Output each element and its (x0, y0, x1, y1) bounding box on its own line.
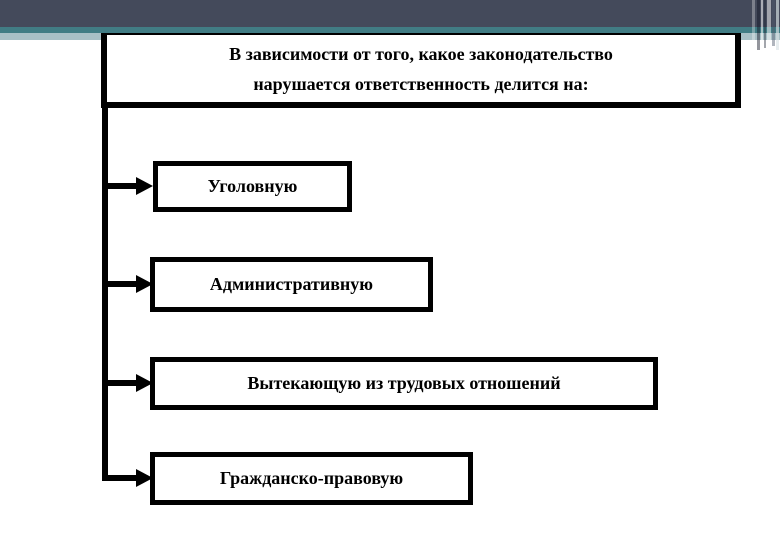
node-civil-law-liability: Гражданско-правовую (150, 452, 473, 505)
node-label: Гражданско-правовую (219, 468, 404, 488)
connector-line-3 (104, 380, 138, 386)
corner-stripe (757, 0, 760, 50)
connector-line-1 (104, 183, 138, 189)
arrow-head-icon (136, 275, 153, 293)
node-criminal-liability: Уголовную (153, 161, 352, 212)
corner-stripe (764, 0, 766, 48)
corner-stripe (761, 0, 763, 44)
title-box: В зависимости от того, какое законодател… (101, 29, 741, 108)
node-administrative-liability: Административную (150, 257, 433, 312)
title-line-2: нарушается ответственность делится на: (253, 73, 589, 94)
node-label: Вытекающую из трудовых отношений (247, 373, 561, 393)
node-label: Уголовную (207, 176, 298, 196)
corner-stripe (776, 0, 779, 50)
flow-trunk-line (102, 105, 108, 481)
title-line-1: В зависимости от того, какое законодател… (229, 43, 613, 64)
corner-stripe (752, 0, 755, 46)
teal-accent-stripe (0, 27, 780, 33)
corner-stripe (772, 0, 775, 46)
node-labor-relations-liability: Вытекающую из трудовых отношений (150, 357, 658, 410)
corner-stripes-decoration (752, 0, 780, 54)
connector-line-2 (104, 281, 138, 287)
arrow-head-icon (136, 374, 153, 392)
corner-stripe (767, 0, 771, 54)
connector-line-4 (104, 475, 138, 481)
top-header-bar (0, 0, 780, 27)
arrow-head-icon (136, 177, 153, 195)
node-label: Административную (209, 274, 374, 294)
arrow-head-icon (136, 469, 153, 487)
